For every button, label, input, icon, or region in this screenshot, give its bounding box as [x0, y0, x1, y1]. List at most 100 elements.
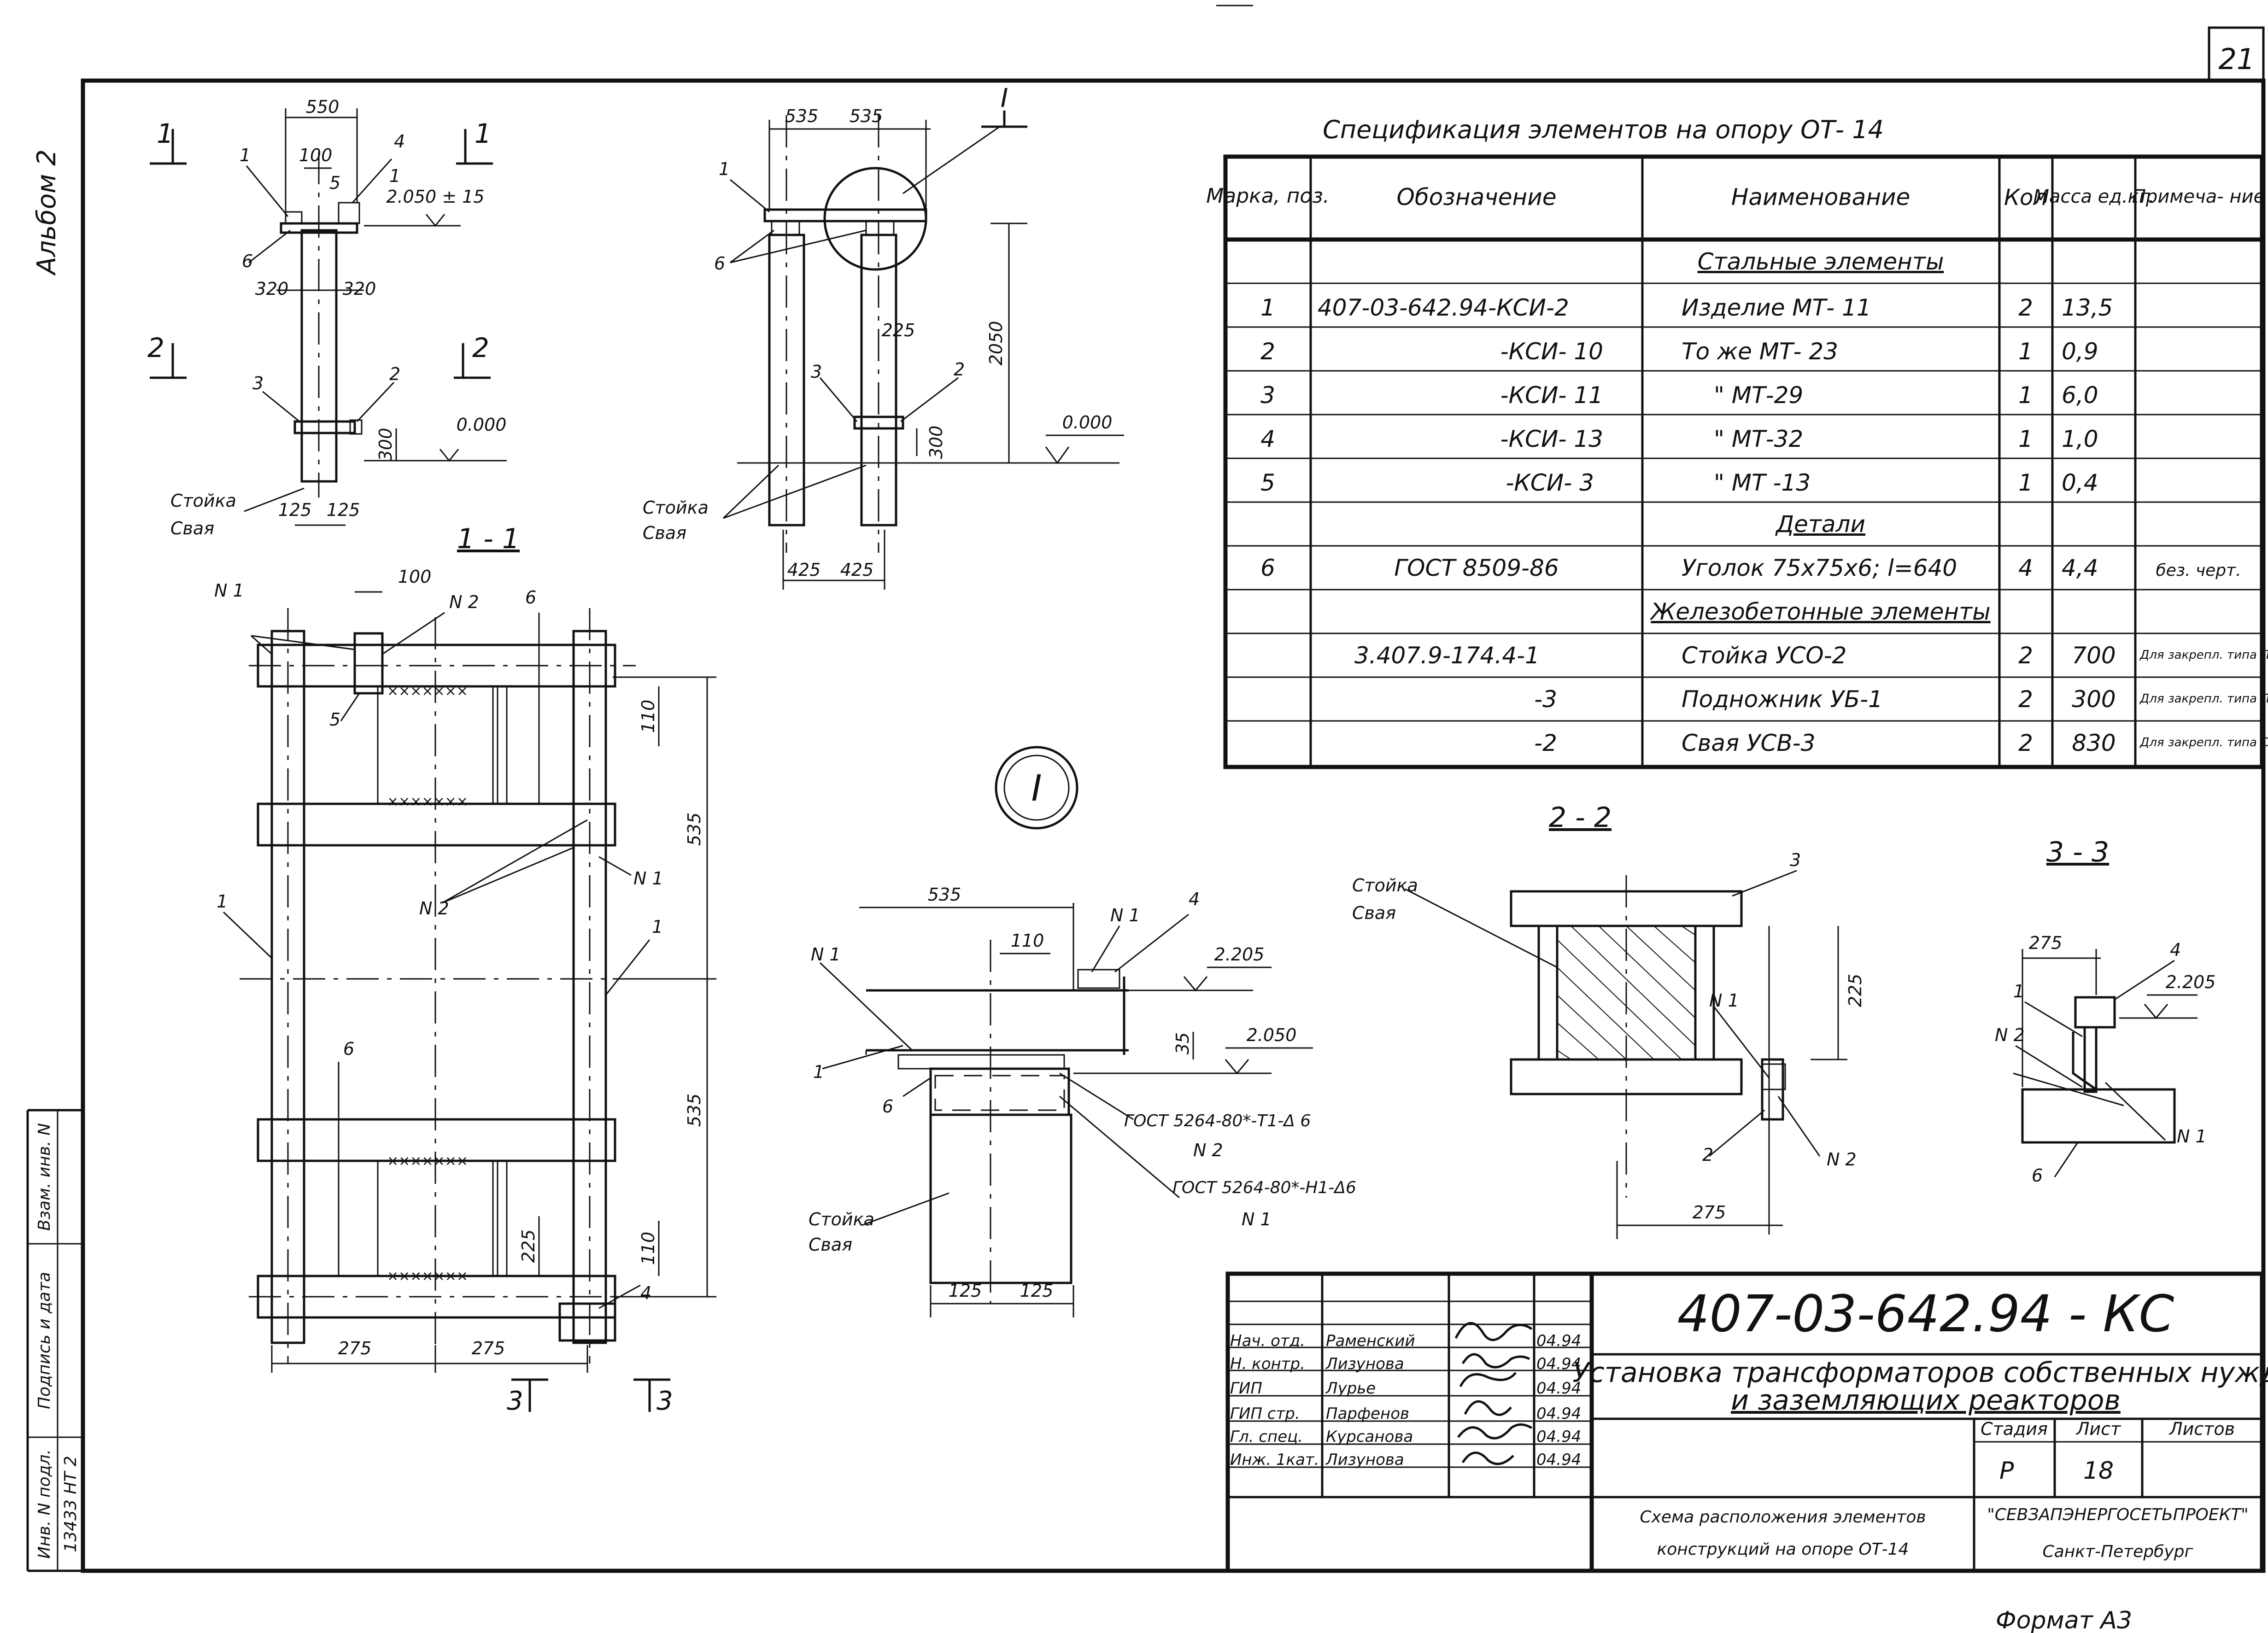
dim-125-left: 125 — [278, 500, 312, 520]
side-sign-date: Подпись и дата — [35, 1272, 54, 1409]
dim-125-d: 125 — [1020, 1281, 1054, 1301]
pos-label-5b: 5 — [329, 709, 340, 730]
spec-section-details: Детали — [1775, 511, 1865, 538]
dim-300: 300 — [375, 428, 396, 462]
svg-text:×××××××: ××××××× — [387, 683, 468, 699]
spec-header-pos: Марка, поз. — [1206, 184, 1329, 208]
format-label: Формат А3 — [1996, 1607, 2132, 1633]
svg-text:×××××××: ××××××× — [387, 1268, 468, 1284]
person-role: ГИП — [1230, 1379, 1262, 1398]
spec-row-code: 3.407.9-174.4-1 — [1354, 642, 1540, 669]
pos-label-1c: 1 — [719, 159, 730, 179]
weld-n1-e: N 1 — [1242, 1209, 1272, 1229]
dim-110-a: 110 — [638, 700, 658, 733]
dim-225-b: 225 — [518, 1229, 539, 1263]
weld-n2-d: N 2 — [1827, 1149, 1857, 1170]
spec-section-steel: Стальные элементы — [1698, 248, 1944, 275]
spec-header-note: Примеча- ние — [2132, 186, 2265, 207]
dim-550: 550 — [306, 97, 340, 117]
person-role: Н. контр. — [1230, 1355, 1305, 1373]
spec-row-qty: 2 — [2018, 730, 2033, 756]
dim-300-b: 300 — [926, 426, 946, 459]
pos-label-1b: 1 — [389, 166, 400, 186]
label-stoika-b: Стойка — [643, 498, 709, 518]
spec-row-mass: 6,0 — [2062, 382, 2098, 409]
node-mark-b: I — [1031, 768, 1042, 809]
spec-row-code: -КСИ- 13 — [1500, 426, 1603, 452]
spec-title: Спецификация элементов на опору ОТ- 14 — [1323, 115, 1884, 144]
pos-label-3b: 3 — [811, 362, 822, 382]
spec-row-mass: 830 — [2072, 730, 2116, 756]
spec-row-name: Уголок 75х75х6; l=640 — [1682, 555, 1957, 581]
spec-row-pos: 4 — [1260, 426, 1275, 452]
spec-row-code: 407-03-642.94-КСИ-2 — [1318, 294, 1569, 321]
spec-row-mass: 700 — [2072, 642, 2116, 669]
spec-row-mass: 0,9 — [2062, 338, 2098, 365]
dim-535-e: 535 — [928, 884, 961, 905]
node-detail-i — [819, 746, 1313, 1317]
dim-275-a: 275 — [338, 1338, 372, 1358]
pos-label-1d: 1 — [217, 891, 228, 912]
person-date: 04.94 — [1536, 1332, 1581, 1350]
person-date: 04.94 — [1536, 1355, 1581, 1373]
person-date: 04.94 — [1536, 1428, 1581, 1446]
spec-row-qty: 1 — [2018, 338, 2033, 365]
spec-row-qty: 2 — [2018, 642, 2033, 669]
pos-label-1a: 1 — [240, 145, 251, 165]
spec-row-name: Подножник УБ-1 — [1682, 686, 1883, 713]
spec-row-qty: 4 — [2018, 555, 2033, 581]
person-date: 04.94 — [1536, 1405, 1581, 1423]
section-mark-3-right: 3 — [656, 1386, 673, 1416]
elev-2205-a: 2.205 — [1214, 944, 1265, 965]
spec-row-note: Для закрепл. типа П,К — [2139, 648, 2268, 662]
album-label: Альбом 2 — [32, 149, 62, 276]
dim-225-a: 225 — [882, 320, 915, 340]
pos-label-6b: 6 — [714, 253, 725, 274]
elev-0000: 0.000 — [457, 415, 507, 435]
spec-row-name: Изделие МТ- 11 — [1682, 294, 1871, 321]
svg-text:×××××××: ××××××× — [387, 794, 468, 810]
pos-label-2b: 2 — [954, 359, 965, 380]
dim-425-b: 425 — [840, 560, 874, 580]
pos-label-4b: 4 — [640, 1283, 651, 1303]
dim-35: 35 — [1172, 1032, 1193, 1054]
section-mark-1-left: 1 — [157, 118, 174, 149]
elev-2050-tol: 2.050 ± 15 — [386, 187, 484, 207]
weld-n2-b: N 2 — [419, 898, 449, 919]
spec-row-pos: 1 — [1260, 294, 1275, 321]
spec-row-qty: 1 — [2018, 469, 2033, 496]
weld-n1-c: N 1 — [1110, 905, 1140, 925]
section-2-2-title: 2 - 2 — [1549, 802, 1612, 834]
org-city: Санкт-Петербург — [2043, 1542, 2194, 1561]
sheet-frame — [26, 5, 2266, 1573]
person-name: Парфенов — [1326, 1405, 1409, 1423]
person-name: Лизунова — [1325, 1355, 1404, 1373]
spec-row-note: Для закрепл. типа П — [2139, 692, 2268, 706]
pos-label-6e: 6 — [882, 1096, 893, 1117]
pos-label-2c: 2 — [1702, 1145, 1713, 1165]
pos-label-1e: 1 — [652, 917, 663, 937]
section-3-3-title: 3 - 3 — [2046, 836, 2109, 868]
dim-425-a: 425 — [787, 560, 821, 580]
spec-header-mass: Масса ед.кг. — [2033, 186, 2154, 207]
weld-n1-d: N 1 — [811, 944, 841, 965]
elev-2050-b: 2.050 — [1247, 1025, 1297, 1045]
pos-label-6a: 6 — [242, 251, 253, 271]
sheet-number: 21 — [2219, 42, 2255, 76]
spec-row-code: -3 — [1534, 686, 1557, 713]
dim-110-c: 110 — [1011, 931, 1044, 951]
pos-label-4c: 4 — [1189, 889, 1200, 909]
dim-535-b: 535 — [850, 106, 883, 126]
person-role: Гл. спец. — [1230, 1428, 1303, 1446]
section-mark-2-right: 2 — [472, 332, 489, 363]
section-mark-2-left: 2 — [147, 332, 164, 363]
section-mark-1-right: 1 — [475, 118, 492, 149]
dim-320-left: 320 — [255, 279, 289, 299]
side-inv-replaced: Взам. инв. N — [35, 1123, 54, 1231]
pos-label-3a: 3 — [252, 373, 264, 393]
stage-value: Р — [1999, 1457, 2014, 1485]
weld-n2-a: N 2 — [449, 592, 479, 612]
title-line-1: Установка трансформаторов собственных ну… — [1572, 1357, 2268, 1389]
dim-535-d: 535 — [684, 1094, 704, 1127]
